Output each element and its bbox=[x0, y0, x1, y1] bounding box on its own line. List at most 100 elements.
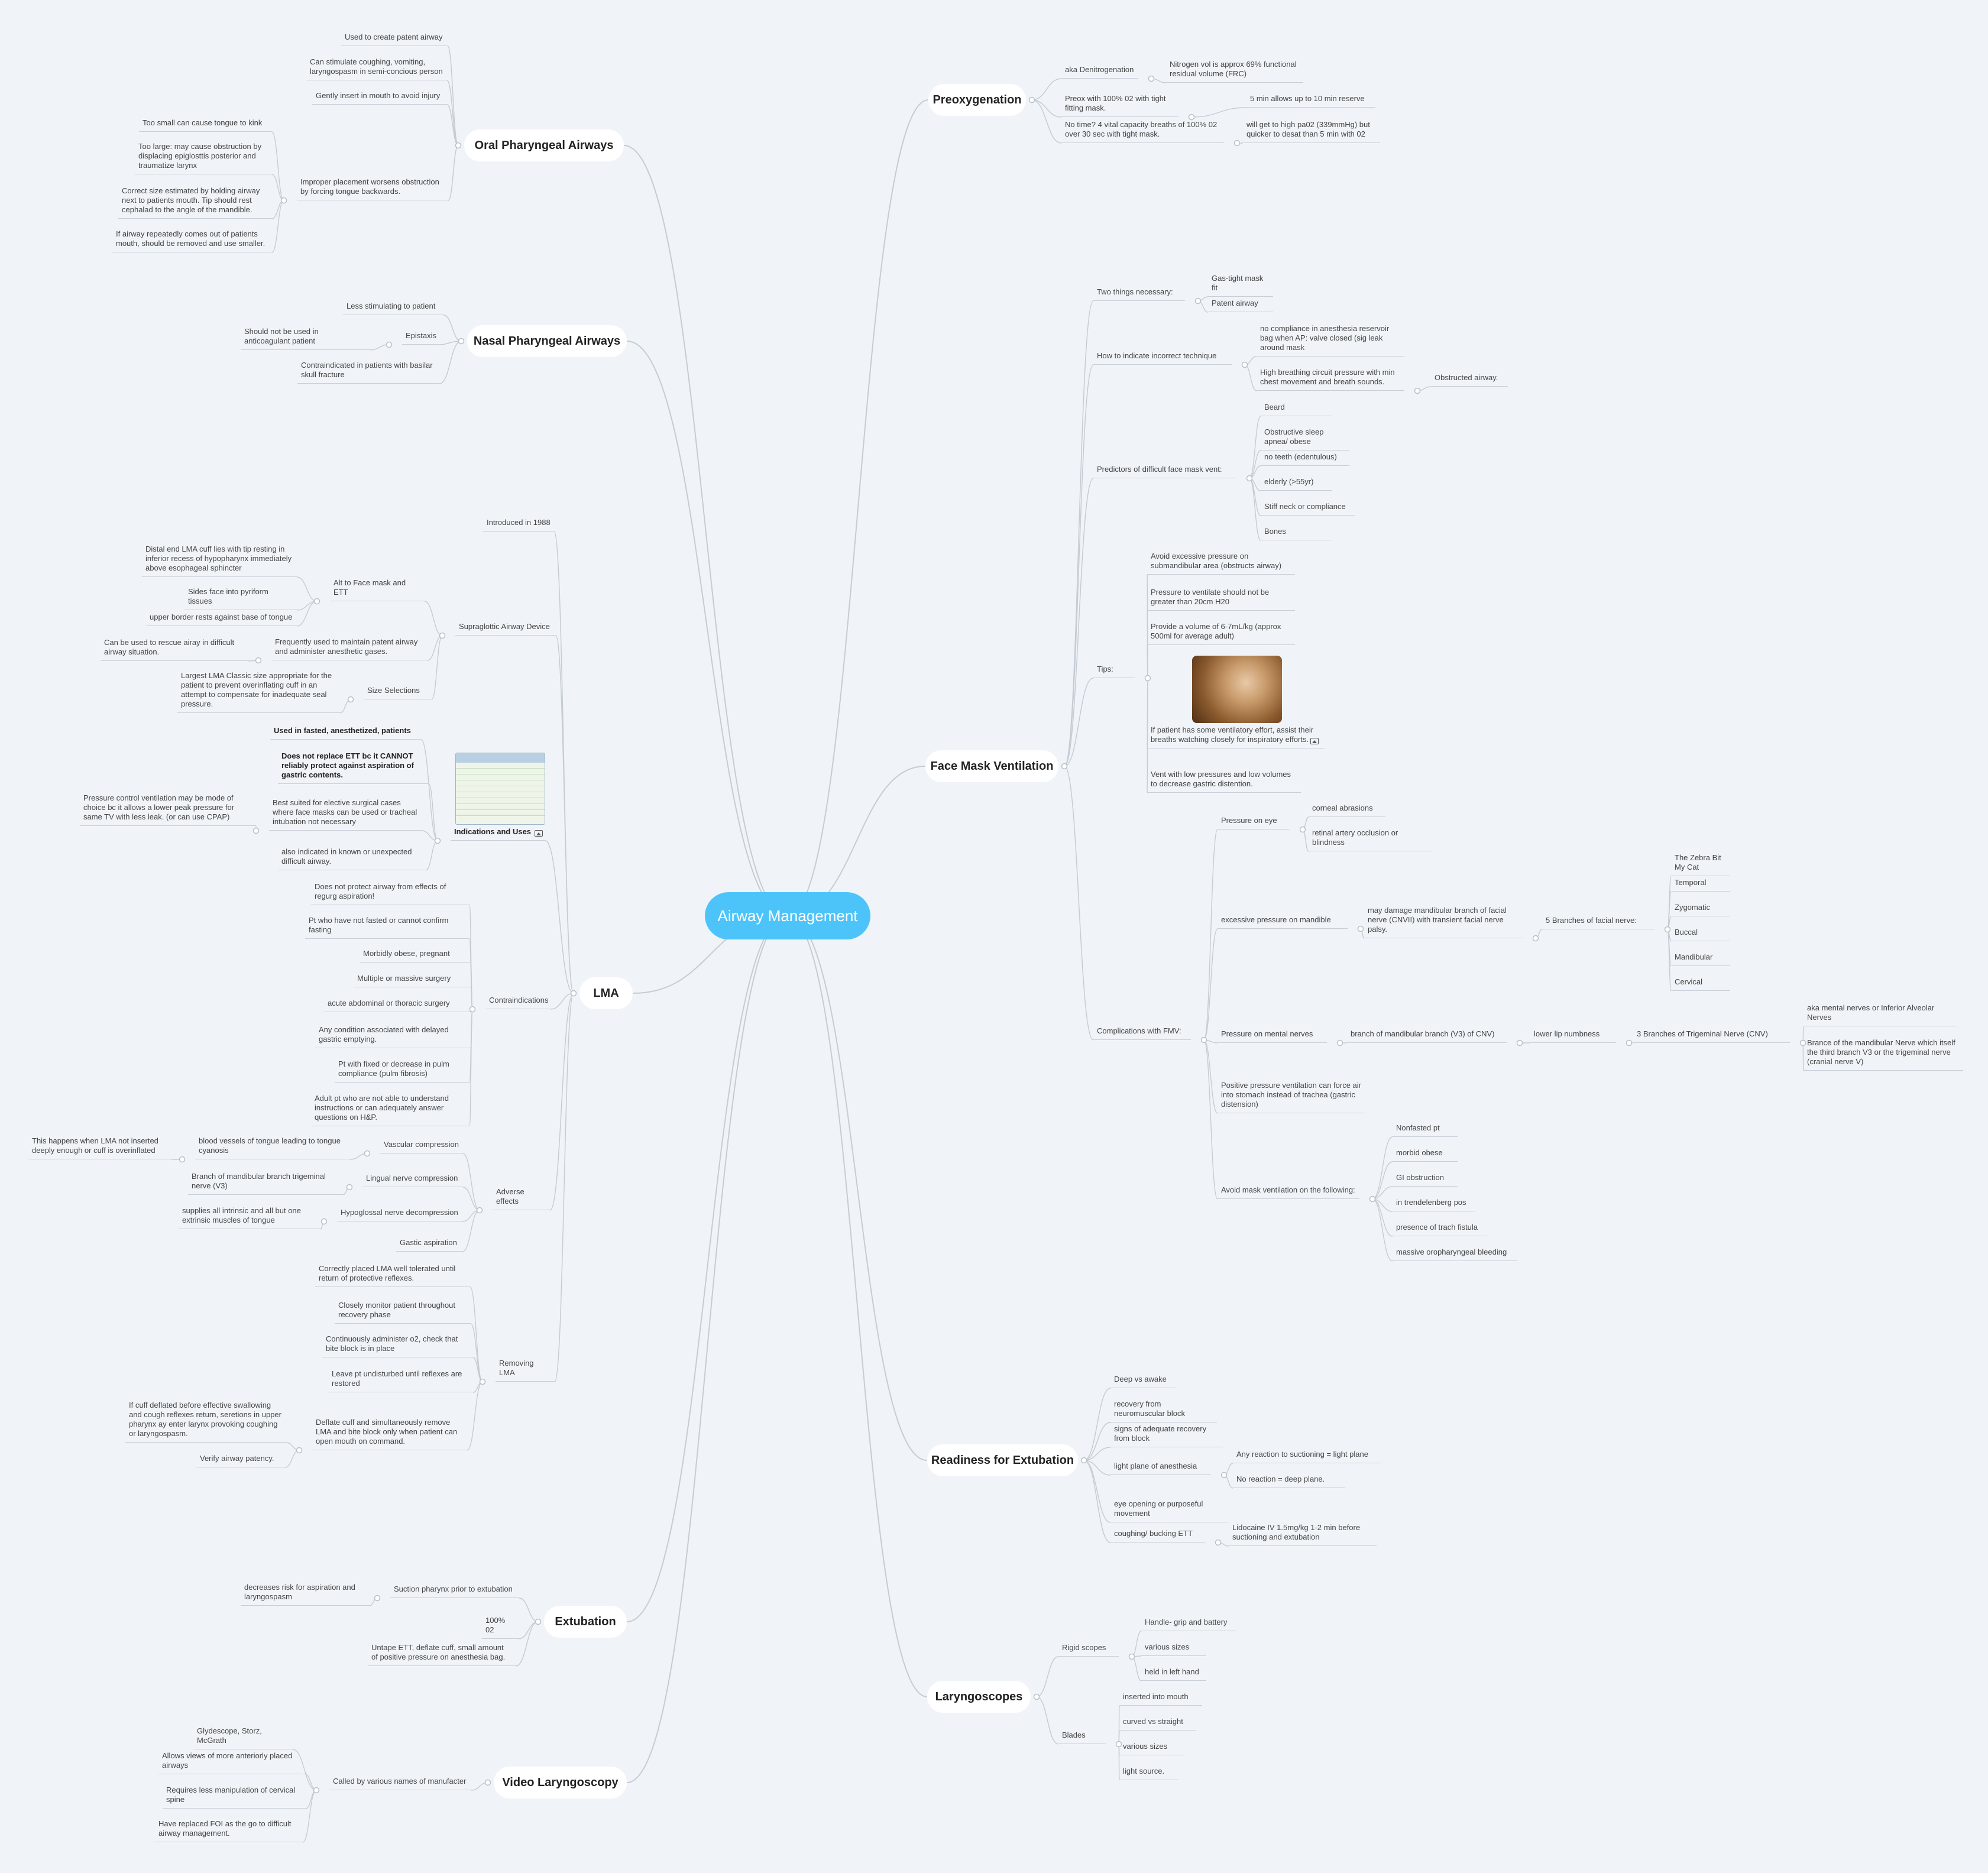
topic-5-branches-of-facial-nerve[interactable]: 5 Branches of facial nerve: bbox=[1542, 916, 1654, 929]
collapse-handle[interactable] bbox=[535, 1618, 542, 1625]
topic-two-things-necessary[interactable]: Two things necessary: bbox=[1093, 287, 1185, 301]
topic-best-suited-for-elective-surgical-cases-[interactable]: Best suited for elective surgical cases … bbox=[269, 798, 422, 831]
topic-too-large-may-cause-obstruction-by-displ[interactable]: Too large: may cause obstruction by disp… bbox=[135, 142, 272, 174]
topic-used-in-fasted-anesthetized-patients[interactable]: Used in fasted, anesthetized, patients bbox=[270, 726, 421, 740]
topic-adult-pt-who-are-not-able-to-understand-[interactable]: Adult pt who are not able to understand … bbox=[311, 1094, 470, 1126]
main-topic-oral-pharyngeal-airways[interactable]: Oral Pharyngeal Airways bbox=[464, 129, 624, 161]
topic-branch-of-mandibular-branch-v3-of-cnv[interactable]: branch of mandibular branch (V3) of CNV) bbox=[1347, 1029, 1507, 1043]
topic-excessive-pressure-on-mandible[interactable]: excessive pressure on mandible bbox=[1218, 915, 1348, 929]
collapse-handle[interactable] bbox=[280, 197, 287, 204]
topic-distal-end-lma-cuff-lies-with-tip-restin[interactable]: Distal end LMA cuff lies with tip restin… bbox=[142, 545, 297, 577]
topic-pressure-on-mental-nerves[interactable]: Pressure on mental nerves bbox=[1218, 1029, 1327, 1043]
topic-allows-views-of-more-anteriorly-placed-a[interactable]: Allows views of more anteriorly placed a… bbox=[158, 1751, 305, 1774]
topic-will-get-to-high-pa02-339mmhg-but-quicke[interactable]: will get to high pa02 (339mmHg) but quic… bbox=[1243, 120, 1380, 143]
topic-continuously-administer-o2-check-that-bi[interactable]: Continuously administer o2, check that b… bbox=[322, 1334, 473, 1357]
collapse-handle[interactable] bbox=[1241, 361, 1248, 368]
topic-brance-of-the-mandibular-nerve-which-its[interactable]: Brance of the mandibular Nerve which its… bbox=[1804, 1038, 1963, 1071]
topic-light-source[interactable]: light source. bbox=[1119, 1767, 1178, 1780]
collapse-handle[interactable] bbox=[255, 657, 262, 664]
topic-lidocaine-iv-1-5mg-kg-1-2-min-before-suc[interactable]: Lidocaine IV 1.5mg/kg 1-2 min before suc… bbox=[1229, 1523, 1377, 1546]
collapse-handle[interactable] bbox=[1215, 1539, 1222, 1546]
topic-epistaxis[interactable]: Epistaxis bbox=[402, 331, 438, 345]
topic-aka-denitrogenation[interactable]: aka Denitrogenation bbox=[1061, 65, 1138, 79]
topic-predictors-of-difficult-face-mask-vent[interactable]: Predictors of difficult face mask vent: bbox=[1093, 465, 1236, 478]
main-topic-face-mask-ventilation[interactable]: Face Mask Ventilation bbox=[925, 750, 1058, 782]
collapse-handle[interactable] bbox=[347, 696, 354, 703]
topic-recovery-from-neuromuscular-block[interactable]: recovery from neuromuscular block bbox=[1110, 1399, 1217, 1422]
topic-any-reaction-to-suctioning-light-plane[interactable]: Any reaction to suctioning = light plane bbox=[1233, 1450, 1381, 1463]
collapse-handle[interactable] bbox=[1357, 925, 1364, 932]
topic-patent-airway[interactable]: Patent airway bbox=[1208, 299, 1273, 312]
collapse-handle[interactable] bbox=[179, 1156, 186, 1163]
topic-inserted-into-mouth[interactable]: inserted into mouth bbox=[1119, 1692, 1202, 1706]
collapse-handle[interactable] bbox=[1028, 96, 1035, 103]
main-topic-lma[interactable]: LMA bbox=[579, 977, 633, 1009]
topic-gas-tight-mask-fit[interactable]: Gas-tight mask fit bbox=[1208, 274, 1273, 297]
topic-curved-vs-straight[interactable]: curved vs straight bbox=[1119, 1717, 1196, 1731]
collapse-handle[interactable] bbox=[1664, 926, 1671, 933]
collapse-handle[interactable] bbox=[320, 1218, 328, 1225]
lma-size-table-image[interactable] bbox=[455, 753, 545, 825]
topic-morbidly-obese-pregnant[interactable]: Morbidly obese, pregnant bbox=[360, 949, 471, 963]
topic-no-time-4-vital-capacity-breaths-of-100-[interactable]: No time? 4 vital capacity breaths of 100… bbox=[1061, 120, 1224, 143]
topic-tips[interactable]: Tips: bbox=[1093, 665, 1135, 678]
collapse-handle[interactable] bbox=[1336, 1039, 1343, 1046]
collapse-handle[interactable] bbox=[1626, 1039, 1633, 1046]
topic-suction-pharynx-prior-to-extubation[interactable]: Suction pharynx prior to extubation bbox=[390, 1584, 519, 1598]
collapse-handle[interactable] bbox=[313, 1787, 320, 1794]
topic-should-not-be-used-in-anticoagulant-pati[interactable]: Should not be used in anticoagulant pati… bbox=[241, 327, 370, 350]
topic-lingual-nerve-compression[interactable]: Lingual nerve compression bbox=[362, 1174, 463, 1187]
collapse-handle[interactable] bbox=[570, 990, 577, 997]
topic-pressure-on-eye[interactable]: Pressure on eye bbox=[1218, 816, 1290, 829]
topic-rigid-scopes[interactable]: Rigid scopes bbox=[1058, 1643, 1119, 1657]
collapse-handle[interactable] bbox=[1080, 1457, 1087, 1464]
collapse-handle[interactable] bbox=[1033, 1693, 1040, 1700]
topic-does-not-replace-ett-bc-it-cannot-reliab[interactable]: Does not replace ETT bc it CANNOT reliab… bbox=[278, 751, 429, 784]
topic-may-damage-mandibular-branch-of-facial-n[interactable]: may damage mandibular branch of facial n… bbox=[1364, 906, 1523, 938]
topic-morbid-obese[interactable]: morbid obese bbox=[1393, 1148, 1458, 1162]
topic-vascular-compression[interactable]: Vascular compression bbox=[380, 1140, 463, 1153]
topic-pressure-control-ventilation-may-be-mode[interactable]: Pressure control ventilation may be mode… bbox=[80, 793, 256, 826]
collapse-handle[interactable] bbox=[1516, 1039, 1523, 1046]
topic-no-compliance-in-anesthesia-reservoir-ba[interactable]: no compliance in anesthesia reservoir ba… bbox=[1257, 324, 1404, 357]
topic-if-cuff-deflated-before-effective-swallo[interactable]: If cuff deflated before effective swallo… bbox=[125, 1401, 286, 1443]
collapse-handle[interactable] bbox=[374, 1595, 381, 1602]
main-topic-readiness-for-extubation[interactable]: Readiness for Extubation bbox=[927, 1444, 1078, 1476]
topic-held-in-left-hand[interactable]: held in left hand bbox=[1141, 1667, 1206, 1681]
topic-5-min-allows-up-to-10-min-reserve[interactable]: 5 min allows up to 10 min reserve bbox=[1246, 94, 1375, 108]
topic-largest-lma-classic-size-appropriate-for[interactable]: Largest LMA Classic size appropriate for… bbox=[177, 671, 340, 713]
topic-various-sizes[interactable]: various sizes bbox=[1141, 1642, 1206, 1656]
topic-introduced-in-1988[interactable]: Introduced in 1988 bbox=[483, 518, 554, 532]
topic-gastic-aspiration[interactable]: Gastic aspiration bbox=[396, 1238, 462, 1252]
collapse-handle[interactable] bbox=[1299, 826, 1306, 833]
topic-mandibular[interactable]: Mandibular bbox=[1671, 952, 1730, 966]
topic-bones[interactable]: Bones bbox=[1261, 527, 1332, 540]
main-topic-laryngoscopes[interactable]: Laryngoscopes bbox=[927, 1681, 1031, 1713]
topic-nitrogen-vol-is-approx-69-functional-res[interactable]: Nitrogen vol is approx 69% functional re… bbox=[1166, 60, 1303, 83]
topic-blades[interactable]: Blades bbox=[1058, 1731, 1106, 1744]
collapse-handle[interactable] bbox=[1144, 675, 1151, 682]
main-topic-video-laryngoscopy[interactable]: Video Laryngoscopy bbox=[494, 1767, 627, 1799]
topic-no-reaction-deep-plane[interactable]: No reaction = deep plane. bbox=[1233, 1475, 1345, 1488]
topic-avoid-excessive-pressure-on-submandibula[interactable]: Avoid excessive pressure on submandibula… bbox=[1147, 552, 1295, 575]
topic-contraindicated-in-patients-with-basilar[interactable]: Contraindicated in patients with basilar… bbox=[297, 361, 439, 384]
collapse-handle[interactable] bbox=[1148, 75, 1155, 82]
topic-gently-insert-in-mouth-to-avoid-injury[interactable]: Gently insert in mouth to avoid injury bbox=[312, 91, 447, 105]
topic-requires-less-manipulation-of-cervical-s[interactable]: Requires less manipulation of cervical s… bbox=[163, 1785, 306, 1809]
topic-provide-a-volume-of-6-7ml-kg-approx-500m[interactable]: Provide a volume of 6-7mL/kg (approx 500… bbox=[1147, 622, 1295, 645]
topic-gi-obstruction[interactable]: GI obstruction bbox=[1393, 1173, 1458, 1187]
topic-light-plane-of-anesthesia[interactable]: light plane of anesthesia bbox=[1110, 1462, 1211, 1475]
topic-correct-size-estimated-by-holding-airway[interactable]: Correct size estimated by holding airway… bbox=[118, 186, 272, 219]
collapse-handle[interactable] bbox=[252, 827, 260, 834]
topic-hypoglossal-nerve-decompression[interactable]: Hypoglossal nerve decompression bbox=[337, 1208, 462, 1221]
collapse-handle[interactable] bbox=[479, 1378, 486, 1385]
topic-closely-monitor-patient-throughout-recov[interactable]: Closely monitor patient throughout recov… bbox=[335, 1301, 471, 1324]
collapse-handle[interactable] bbox=[455, 142, 462, 149]
topic-glydescope-storz-mcgrath[interactable]: Glydescope, Storz, McGrath bbox=[193, 1726, 293, 1749]
topic-elderly-55yr[interactable]: elderly (>55yr) bbox=[1261, 477, 1332, 491]
topic-buccal[interactable]: Buccal bbox=[1671, 928, 1730, 941]
topic-indications-and-uses[interactable]: Indications and Uses bbox=[451, 827, 545, 841]
topic-how-to-indicate-incorrect-technique[interactable]: How to indicate incorrect technique bbox=[1093, 351, 1232, 365]
topic-in-trendelenberg-pos[interactable]: in trendelenberg pos bbox=[1393, 1198, 1475, 1211]
collapse-handle[interactable] bbox=[1369, 1195, 1376, 1203]
